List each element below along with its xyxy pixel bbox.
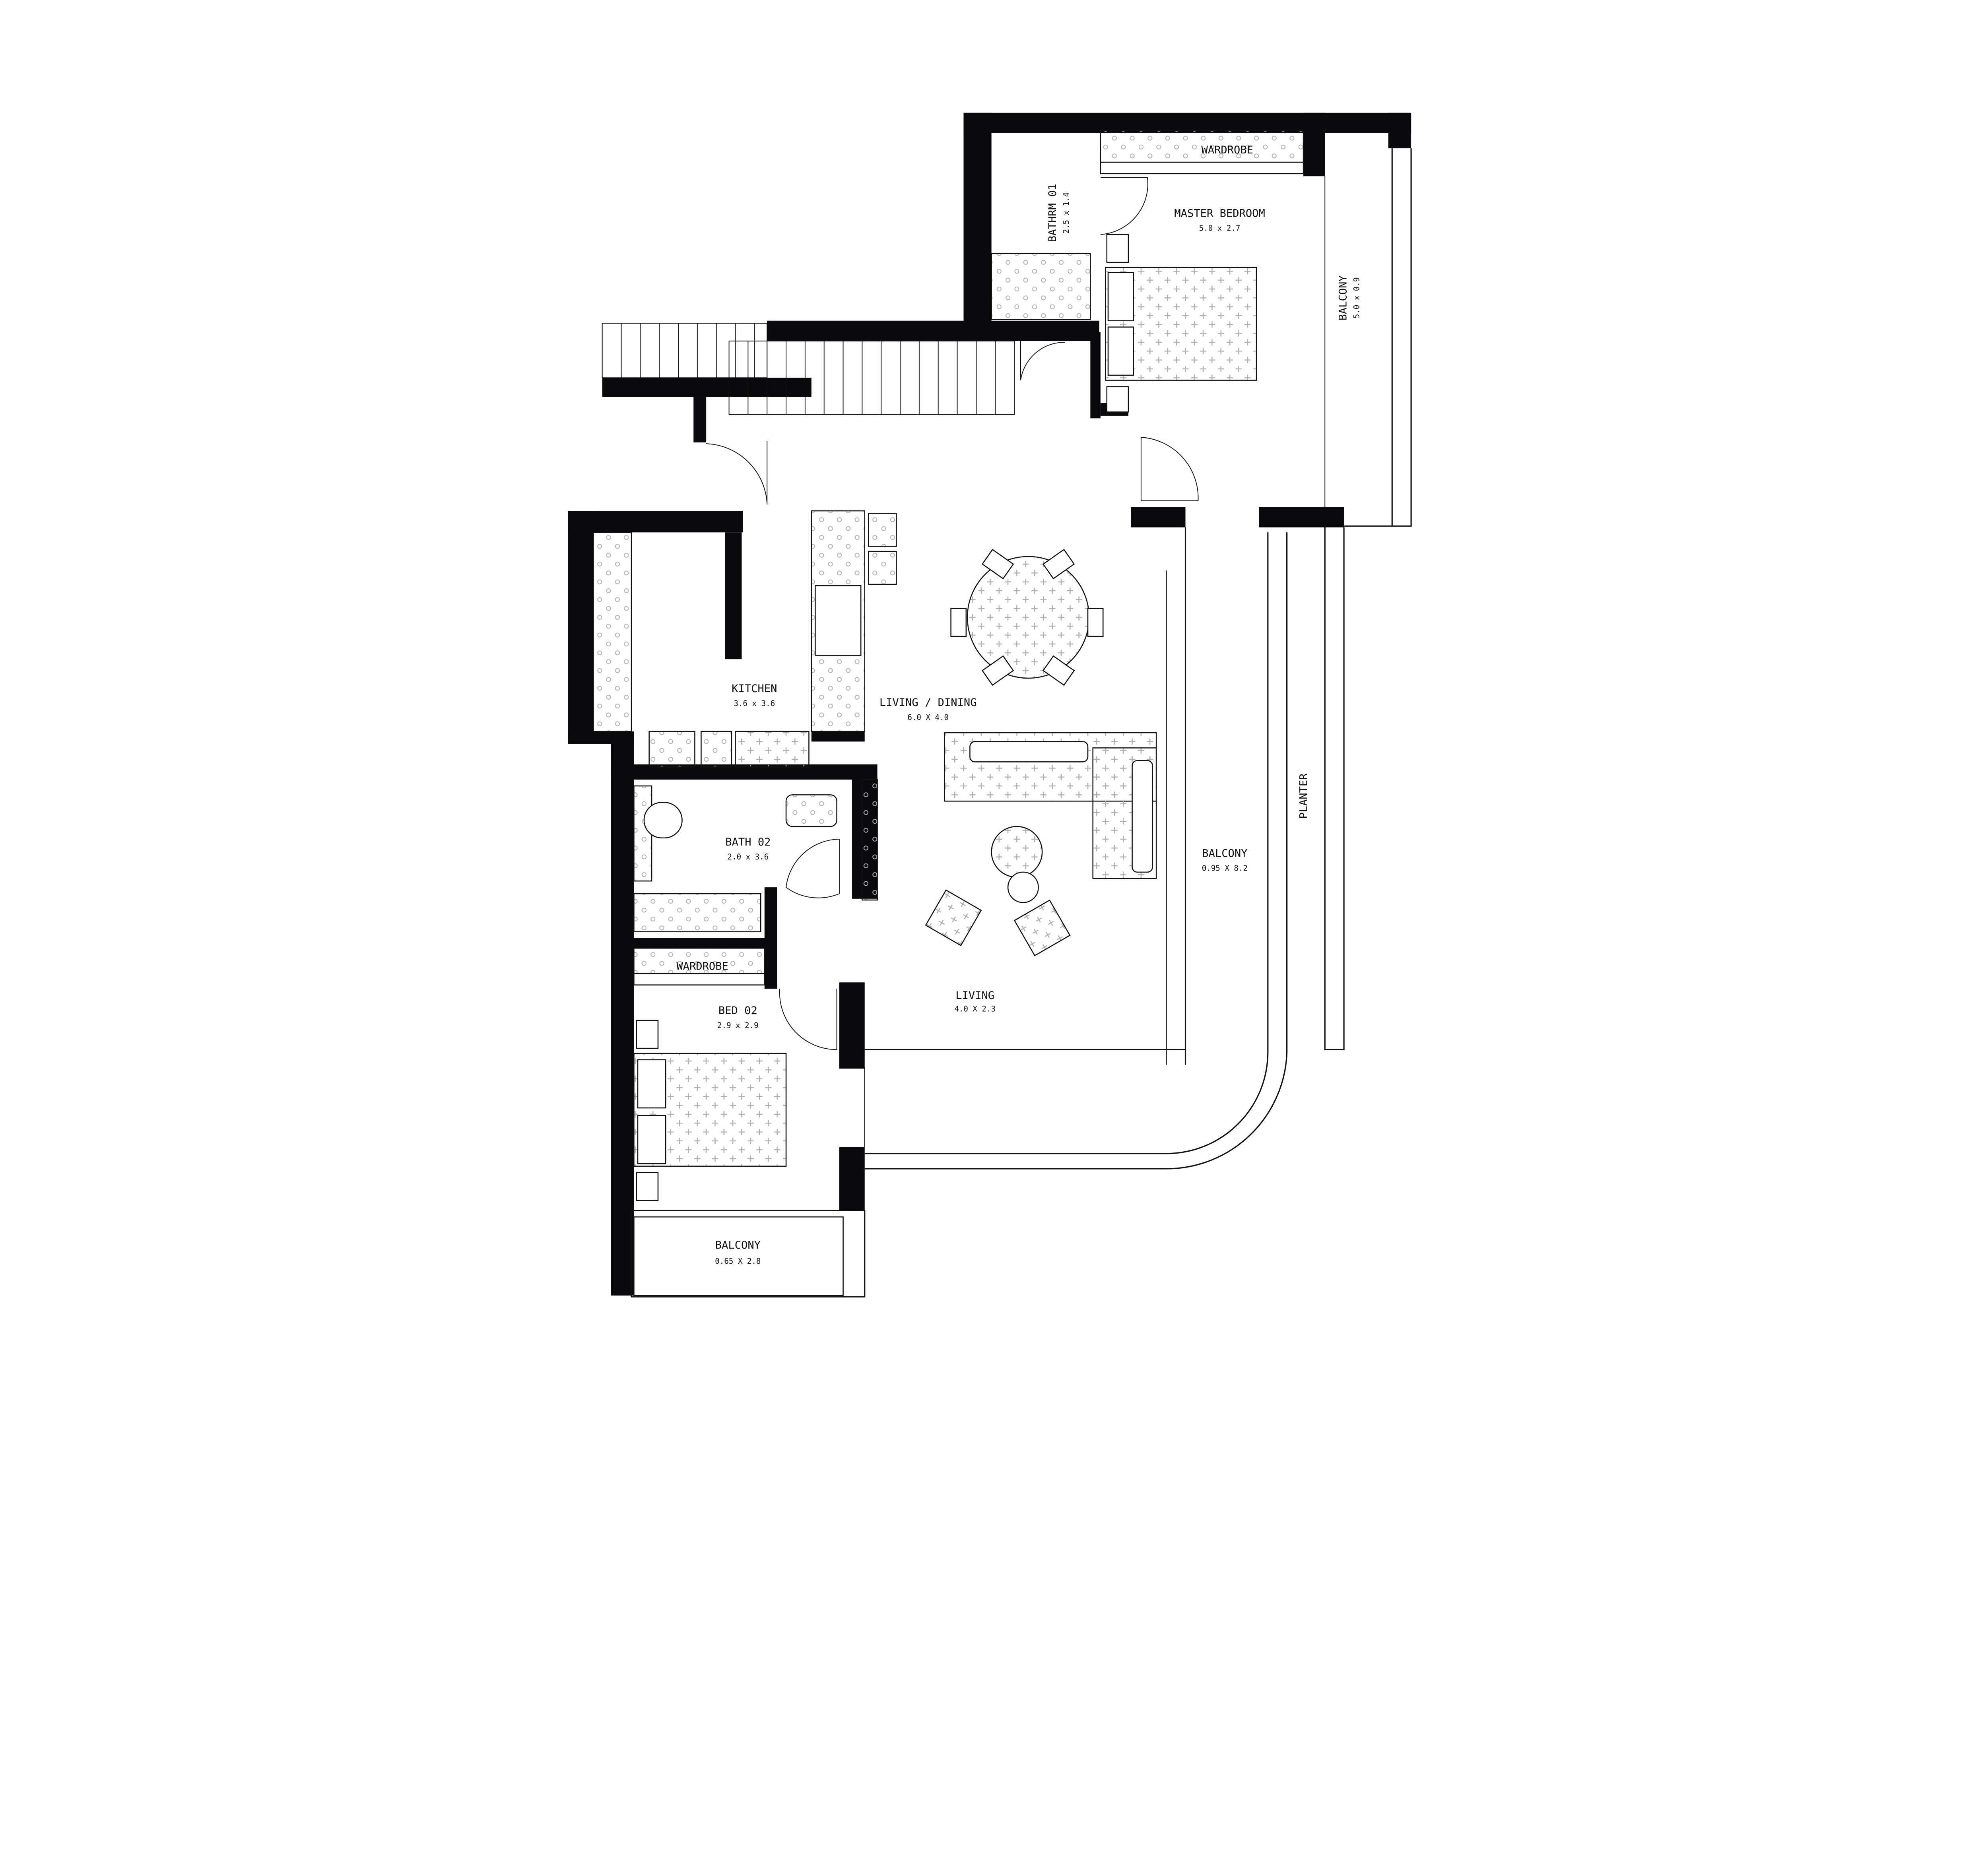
bed02-wardrobe <box>633 947 765 974</box>
furniture <box>593 130 1304 1201</box>
bathrm01-shower <box>991 253 1091 320</box>
bathrm01-label: BATHRM 01 <box>1046 184 1059 242</box>
armchair <box>925 889 982 947</box>
master-balcony-label: BALCONY <box>1337 275 1349 320</box>
room-labels: WARDROBE MASTER BEDROOM 5.0 x 2.7 BATHRM… <box>676 144 1361 1266</box>
kitchen-bench <box>593 532 632 732</box>
bed02-balcony-label: BALCONY <box>715 1239 761 1251</box>
walls <box>568 113 1411 1296</box>
planter-label: PLANTER <box>1298 773 1310 819</box>
dining-table <box>967 556 1090 679</box>
bed02-label: BED 02 <box>718 1005 757 1017</box>
master-bedroom-size: 5.0 x 2.7 <box>1199 223 1241 233</box>
staircase <box>602 323 1015 415</box>
armchair <box>1013 899 1071 956</box>
master-balcony-size: 5.0 x 0.9 <box>1352 277 1361 319</box>
living-dining-label: LIVING / DINING <box>879 696 977 709</box>
bed02-size: 2.9 x 2.9 <box>717 1021 759 1030</box>
bath02-label: BATH 02 <box>725 836 771 848</box>
living-label: LIVING <box>955 989 994 1002</box>
bed02-wardrobe-label: WARDROBE <box>676 960 728 972</box>
living-size: 4.0 X 2.3 <box>954 1005 996 1014</box>
bathrm01-size: 2.5 x 1.4 <box>1062 192 1071 234</box>
side-balcony-size: 0.95 X 8.2 <box>1202 864 1248 873</box>
outline-lines <box>631 148 1412 1298</box>
living-dining-size: 6.0 X 4.0 <box>907 713 949 722</box>
bed02-balcony-size: 0.65 X 2.8 <box>715 1257 761 1266</box>
doors <box>706 177 1199 1050</box>
master-wardrobe-label: WARDROBE <box>1201 144 1253 156</box>
bath02-size: 2.0 x 3.6 <box>728 852 769 861</box>
bathtub <box>633 893 761 933</box>
floor-plan: WARDROBE MASTER BEDROOM 5.0 x 2.7 BATHRM… <box>568 113 1412 1298</box>
coffee-table <box>991 826 1043 878</box>
master-bedroom-label: MASTER BEDROOM <box>1174 207 1265 219</box>
side-balcony-label: BALCONY <box>1202 848 1247 860</box>
kitchen-label: KITCHEN <box>732 683 777 695</box>
kitchen-size: 3.6 x 3.6 <box>734 699 775 708</box>
